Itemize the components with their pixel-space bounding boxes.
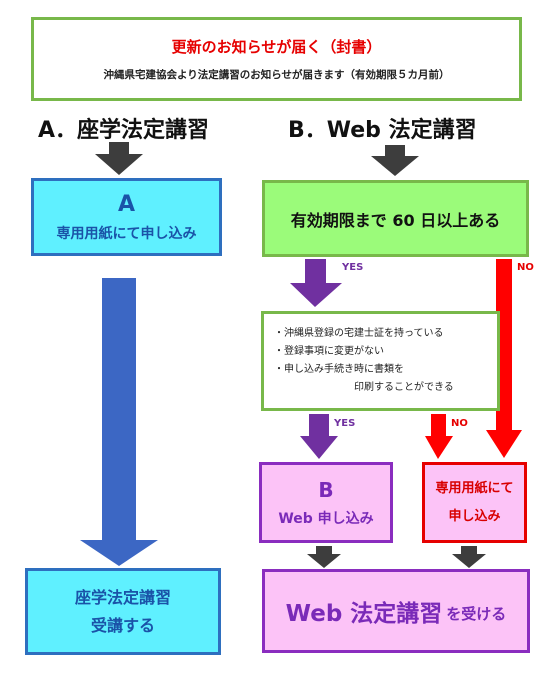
arrow-down-b1 [371,145,419,176]
box-a-text: 専用用紙にて申し込み [56,225,197,242]
box-b-letter: B [318,477,334,502]
arrow-down-a-long [80,278,158,566]
condition-3: ・申し込み手続き時に書類を [274,364,404,375]
heading-a: A．座学法定講習 [38,118,210,143]
label-no-1: NO [517,262,534,273]
box-a-letter: A [117,191,136,217]
box-b-attend: Web 法定講習 を受ける [262,569,530,653]
box-a-attend: 座学法定講習 受講する [25,568,221,655]
condition-2: ・登録事項に変更がない [274,346,384,357]
label-yes-1: YES [342,262,364,273]
box-a-final-line2: 受講する [90,615,155,635]
arrow-yes-1 [290,259,342,307]
label-no-2: NO [451,418,468,429]
box-a-final-line1: 座学法定講習 [74,587,171,607]
box-final-small: を受ける [446,604,507,623]
box-paper-line1: 専用用紙にて [435,480,514,496]
box-paper-apply: 専用用紙にて 申し込み [422,462,527,543]
conditions-box: ・沖縄県登録の宅建士証を持っている ・登録事項に変更がない ・申し込み手続き時に… [261,311,500,411]
arrow-down-b3 [452,546,486,568]
heading-b: B．Web 法定講習 [288,118,477,143]
label-yes-2: YES [334,418,356,429]
box-b-web-text: Web 申し込み [278,510,374,527]
box-b-web-apply: B Web 申し込み [259,462,393,543]
box-b-check: 有効期限まで 60 日以上ある [262,180,529,257]
arrow-no-1 [486,259,522,458]
box-b-check-text: 有効期限まで 60 日以上ある [290,210,501,230]
notice-subtitle: 沖縄県宅建協会より法定講習のお知らせが届きます（有効期限５カ月前） [103,69,450,81]
box-final-big: Web 法定講習 [285,601,443,627]
arrow-no-2 [425,414,453,459]
arrow-yes-2 [300,414,338,459]
box-paper-line2: 申し込み [448,508,501,524]
condition-3-cont: 印刷することができる [354,382,454,393]
notice-box: 更新のお知らせが届く（封書） 沖縄県宅建協会より法定講習のお知らせが届きます（有… [31,17,522,101]
condition-1: ・沖縄県登録の宅建士証を持っている [274,328,444,339]
arrow-down-b2 [307,546,341,568]
arrow-down-a1 [95,142,143,175]
notice-title: 更新のお知らせが届く（封書） [171,38,382,56]
box-a-apply: A 専用用紙にて申し込み [31,178,222,256]
